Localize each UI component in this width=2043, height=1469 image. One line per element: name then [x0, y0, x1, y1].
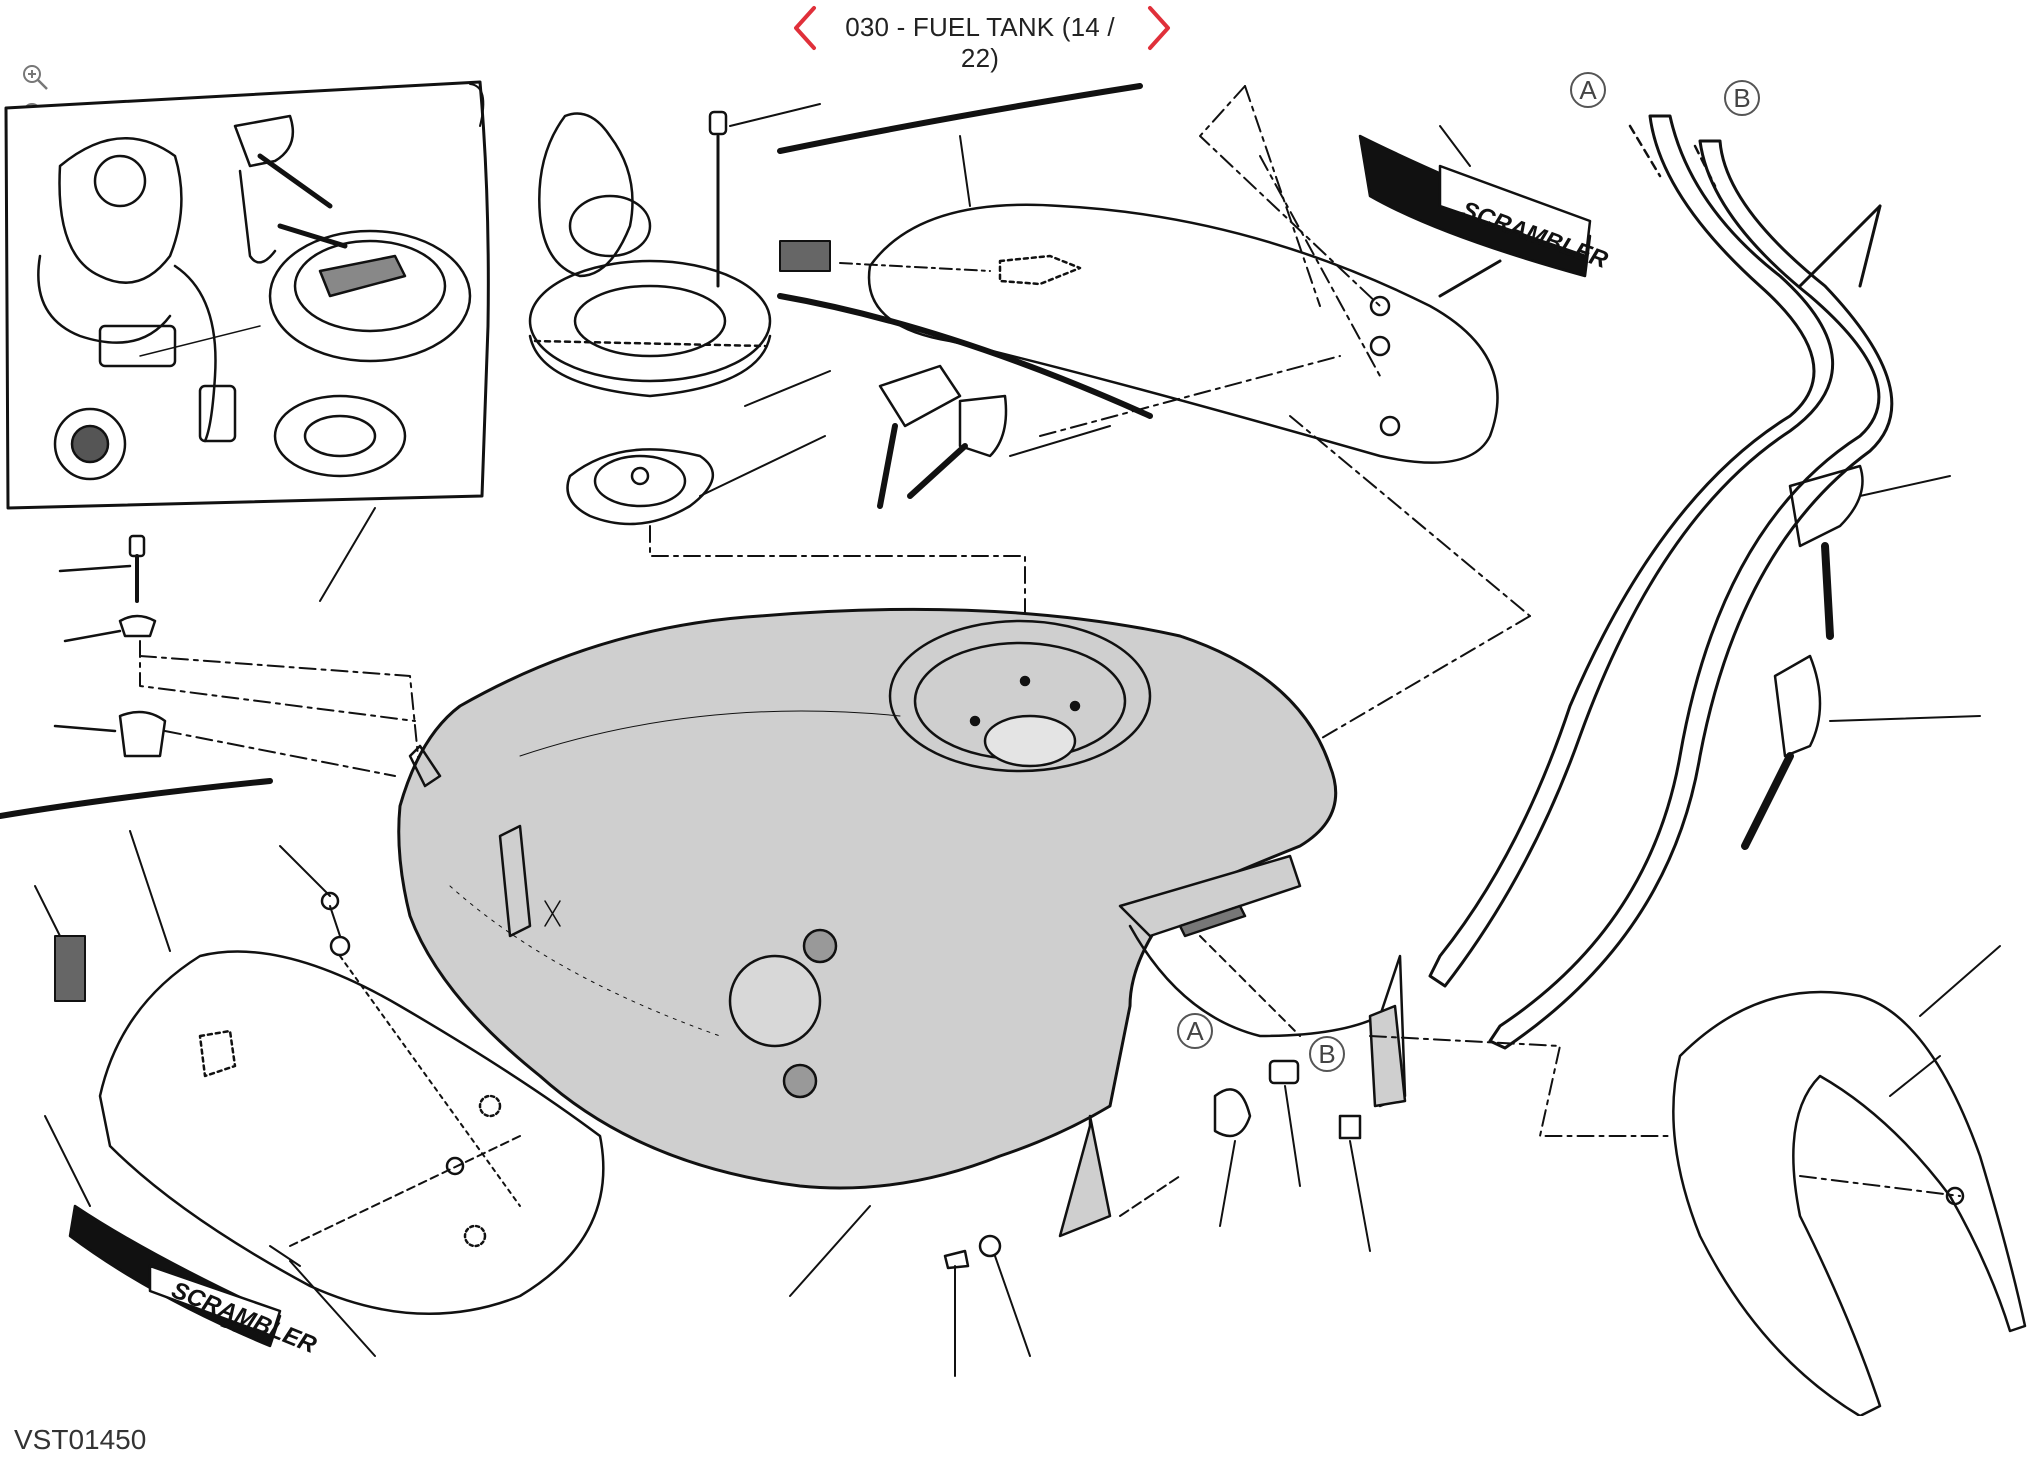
page-title: 030 - FUEL TANK (14 / 22) — [845, 12, 1115, 73]
exploded-parts-diagram: SCRAMBLER SCRAMBLER DUCATI A B A B — [0, 72, 2027, 1416]
scrambler-decal-left — [44, 1115, 376, 1357]
zoom-in-button[interactable] — [20, 62, 50, 92]
drawing-code: VST01450 — [14, 1424, 147, 1455]
zoom-in-icon — [23, 65, 48, 90]
spare-key-bottom — [1741, 654, 1981, 850]
key-set — [877, 364, 1111, 509]
page-header: 030 - FUEL TANK (14 / 22) — [0, 0, 2043, 73]
callout-a-bottom: A — [1177, 1013, 1213, 1049]
decal-brand-text-left: SCRAMBLER — [168, 1277, 321, 1360]
svg-text:A: A — [1186, 1016, 1204, 1046]
chevron-right-icon — [1148, 6, 1170, 50]
callout-a-top: A — [1570, 72, 1606, 108]
previous-page-button[interactable] — [784, 4, 828, 52]
fuel-cap-assembly — [528, 103, 831, 526]
svg-text:B: B — [1318, 1039, 1335, 1069]
fuel-breather-hoses — [1428, 114, 1894, 1050]
chevron-left-icon — [794, 6, 816, 50]
flow-arrows — [1628, 124, 1717, 188]
next-page-button[interactable] — [1136, 4, 1180, 52]
fuel-tank — [397, 607, 1407, 1297]
scrambler-decal-right — [1358, 125, 1592, 278]
mounting-hardware — [943, 935, 1671, 1377]
callout-b-bottom: B — [1309, 1036, 1345, 1072]
svg-text:A: A — [1579, 75, 1597, 105]
tank-side-panel-right — [777, 83, 1502, 464]
ignition-kit-inset — [4, 80, 490, 510]
left-mount-hardware — [53, 534, 442, 788]
svg-text:B: B — [1733, 83, 1750, 113]
spare-key-top — [1788, 464, 1951, 640]
tank-side-panel-left — [0, 778, 605, 1315]
tank-rear-cover — [1672, 945, 2027, 1416]
callout-b-top: B — [1724, 80, 1760, 116]
